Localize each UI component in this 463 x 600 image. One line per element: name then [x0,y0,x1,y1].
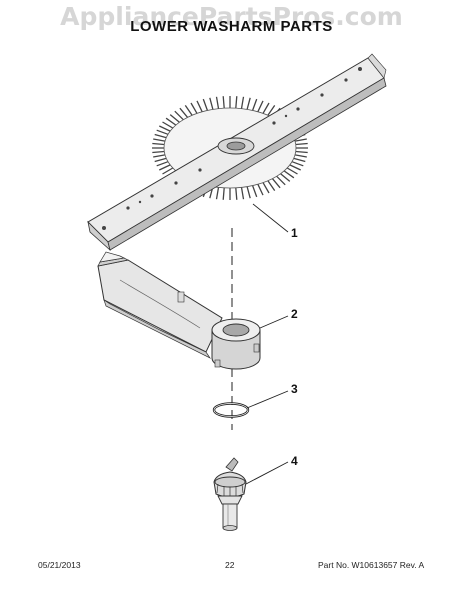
footer-part-number: Part No. W10613657 Rev. A [318,560,425,570]
gear-tooth [215,96,220,109]
gear-tooth [240,96,245,109]
gear-tooth [202,98,209,111]
gear-tooth [276,175,286,186]
gear-tooth [262,182,270,194]
watermark-text: AppliancePartsPros.com [60,2,403,31]
gear-tooth [162,167,174,175]
callout-1: 1 [291,226,298,240]
gear-tooth [159,125,171,132]
part-4-support-valve [213,457,247,531]
gear-tooth [184,105,193,116]
gear-tooth [222,96,225,109]
gear-tooth [286,167,298,175]
gear-tooth [159,164,171,171]
gear-tooth [295,142,308,146]
page-title: LOWER WASHARM PARTS [130,18,333,35]
gear-tooth [215,187,220,200]
part-2-manifold [97,251,261,370]
callout-3: 3 [291,382,298,396]
gear-tooth [280,173,291,182]
gear-tooth [251,98,258,111]
gear-tooth [222,187,225,200]
gear-tooth [293,157,306,163]
gear-tooth [291,161,304,167]
gear-tooth [156,129,169,135]
footer-page-number: 22 [225,560,235,570]
gear-tooth [257,100,264,112]
gear-tooth [262,102,270,114]
gear-tooth [267,180,276,191]
gear-tooth [190,102,198,114]
gear-tooth [251,185,258,198]
gear-tooth [174,110,184,121]
gear-tooth [246,186,251,199]
gear-tooth [152,150,165,154]
gear-tooth [152,142,165,146]
gear-tooth [235,187,238,200]
gear-tooth [257,184,264,196]
gear-tooth [209,97,214,110]
gear-tooth [294,138,307,142]
gear-tooth [294,154,307,158]
gear-tooth [154,133,167,139]
gear-tooth [235,96,238,109]
gear-tooth [169,114,180,123]
callout-4: 4 [291,454,298,468]
gear-tooth [246,97,251,110]
footer-date: 05/21/2013 [38,560,81,570]
gear-tooth [165,117,177,126]
gear-tooth [179,107,189,118]
gear-tooth [153,138,166,142]
part-1-lower-wash-arm [87,53,387,252]
gear-tooth [295,150,308,154]
part-3-o-ring [212,402,250,418]
gear-tooth [156,161,169,167]
callout-2: 2 [291,307,298,321]
gear-tooth [153,154,166,158]
gear-tooth [154,157,167,163]
gear-tooth [162,121,174,129]
gear-tooth [240,187,245,200]
gear-tooth [196,100,203,112]
gear-tooth [267,105,276,116]
gear-tooth [289,164,301,171]
gear-tooth [271,178,281,189]
leader-lines [245,203,289,485]
gear-tooth [283,170,295,179]
